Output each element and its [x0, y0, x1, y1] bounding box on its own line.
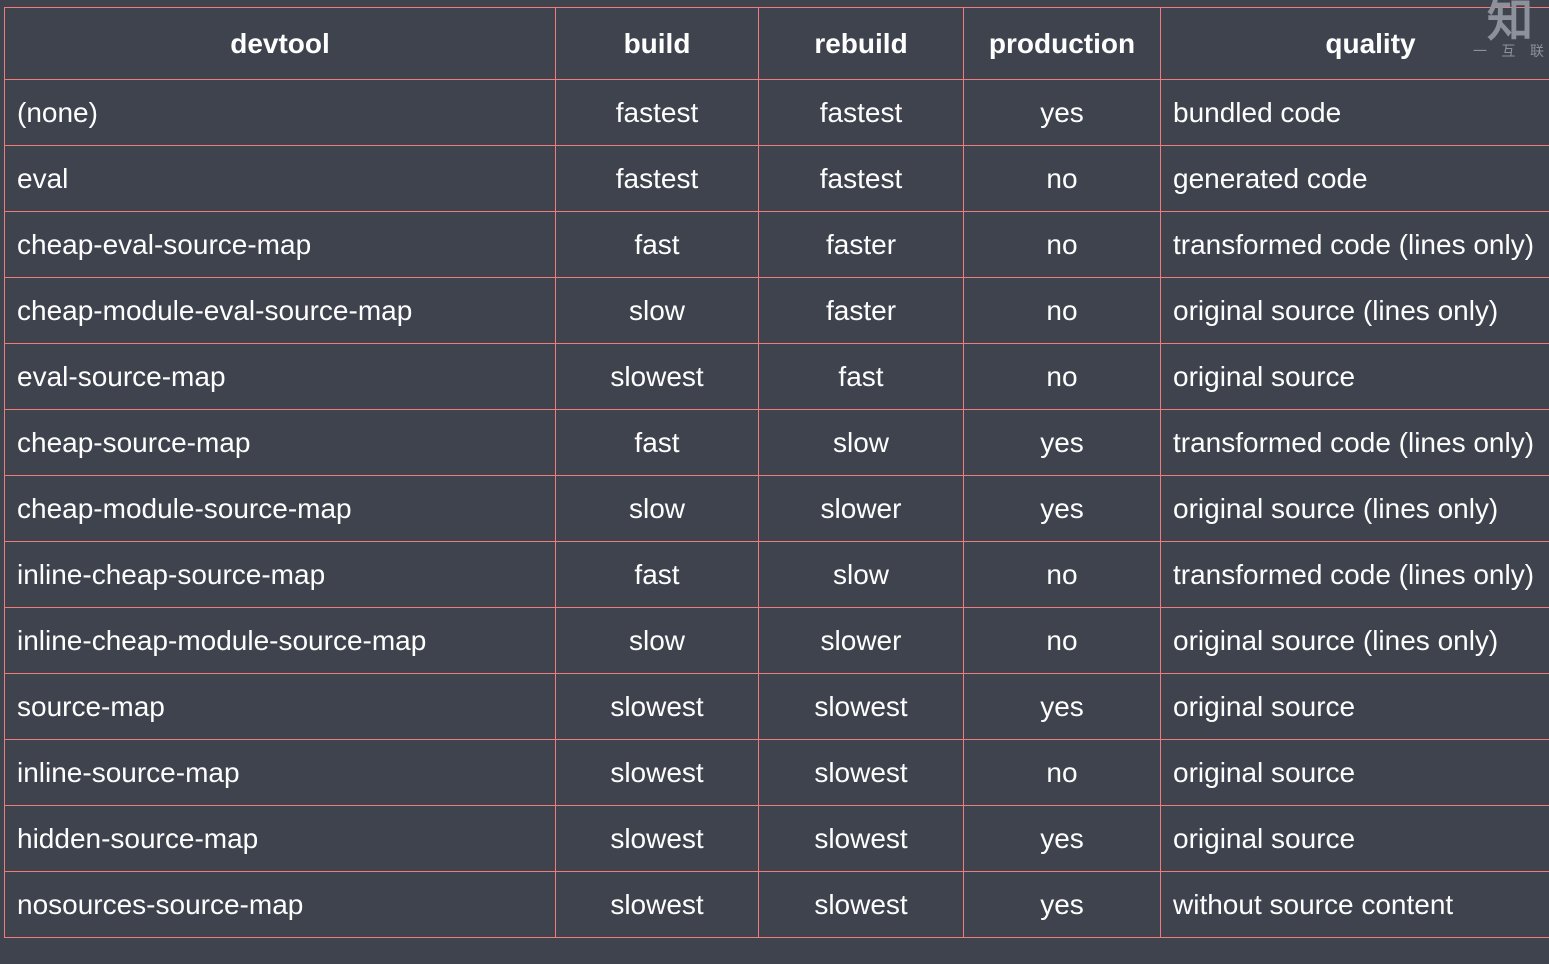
cell-build: slowest: [555, 805, 759, 872]
cell-build: slowest: [555, 739, 759, 806]
cell-rebuild: faster: [758, 211, 964, 278]
cell-build: fastest: [555, 79, 759, 146]
cell-quality: transformed code (lines only): [1160, 541, 1549, 608]
cell-rebuild: slower: [758, 475, 964, 542]
cell-rebuild: faster: [758, 277, 964, 344]
devtool-table-container: devtool build rebuild production quality…: [4, 7, 1549, 938]
cell-quality: bundled code: [1160, 79, 1549, 146]
cell-devtool: eval-source-map: [4, 343, 556, 410]
cell-production: no: [963, 211, 1161, 278]
cell-devtool: cheap-eval-source-map: [4, 211, 556, 278]
cell-quality: original source (lines only): [1160, 607, 1549, 674]
cell-devtool: eval: [4, 145, 556, 212]
column-header-quality[interactable]: quality: [1160, 7, 1549, 80]
cell-production: yes: [963, 79, 1161, 146]
column-header-production[interactable]: production: [963, 7, 1161, 80]
cell-build: slowest: [555, 673, 759, 740]
table-header-row: devtool build rebuild production quality: [4, 7, 1549, 80]
cell-quality: original source (lines only): [1160, 475, 1549, 542]
cell-devtool: cheap-module-source-map: [4, 475, 556, 542]
cell-rebuild: slower: [758, 607, 964, 674]
cell-rebuild: fastest: [758, 145, 964, 212]
cell-devtool: (none): [4, 79, 556, 146]
cell-rebuild: fast: [758, 343, 964, 410]
cell-build: fast: [555, 211, 759, 278]
cell-build: fast: [555, 409, 759, 476]
cell-devtool: cheap-module-eval-source-map: [4, 277, 556, 344]
cell-production: yes: [963, 805, 1161, 872]
cell-devtool: inline-source-map: [4, 739, 556, 806]
cell-rebuild: fastest: [758, 79, 964, 146]
cell-rebuild: slow: [758, 541, 964, 608]
cell-rebuild: slowest: [758, 673, 964, 740]
cell-quality: original source (lines only): [1160, 277, 1549, 344]
cell-quality: original source: [1160, 739, 1549, 806]
cell-build: fast: [555, 541, 759, 608]
cell-build: slowest: [555, 343, 759, 410]
cell-production: no: [963, 343, 1161, 410]
cell-rebuild: slowest: [758, 805, 964, 872]
cell-build: fastest: [555, 145, 759, 212]
cell-quality: without source content: [1160, 871, 1549, 938]
cell-production: yes: [963, 871, 1161, 938]
cell-build: slow: [555, 475, 759, 542]
cell-production: no: [963, 145, 1161, 212]
cell-rebuild: slowest: [758, 739, 964, 806]
cell-devtool: hidden-source-map: [4, 805, 556, 872]
cell-devtool: inline-cheap-module-source-map: [4, 607, 556, 674]
cell-build: slowest: [555, 871, 759, 938]
cell-production: no: [963, 607, 1161, 674]
column-header-devtool[interactable]: devtool: [4, 7, 556, 80]
cell-quality: original source: [1160, 805, 1549, 872]
cell-quality: original source: [1160, 673, 1549, 740]
column-header-rebuild[interactable]: rebuild: [758, 7, 964, 80]
cell-build: slow: [555, 607, 759, 674]
cell-production: no: [963, 541, 1161, 608]
cell-rebuild: slowest: [758, 871, 964, 938]
cell-quality: original source: [1160, 343, 1549, 410]
cell-production: yes: [963, 475, 1161, 542]
cell-rebuild: slow: [758, 409, 964, 476]
column-header-build[interactable]: build: [555, 7, 759, 80]
cell-production: yes: [963, 409, 1161, 476]
table-header: devtool build rebuild production quality: [4, 7, 1549, 80]
cell-production: no: [963, 277, 1161, 344]
cell-production: yes: [963, 673, 1161, 740]
cell-devtool: inline-cheap-source-map: [4, 541, 556, 608]
cell-production: no: [963, 739, 1161, 806]
devtool-comparison-table: devtool build rebuild production quality…: [4, 7, 1549, 938]
cell-devtool: source-map: [4, 673, 556, 740]
cell-build: slow: [555, 277, 759, 344]
cell-devtool: cheap-source-map: [4, 409, 556, 476]
cell-quality: transformed code (lines only): [1160, 211, 1549, 278]
cell-devtool: nosources-source-map: [4, 871, 556, 938]
cell-quality: transformed code (lines only): [1160, 409, 1549, 476]
cell-quality: generated code: [1160, 145, 1549, 212]
